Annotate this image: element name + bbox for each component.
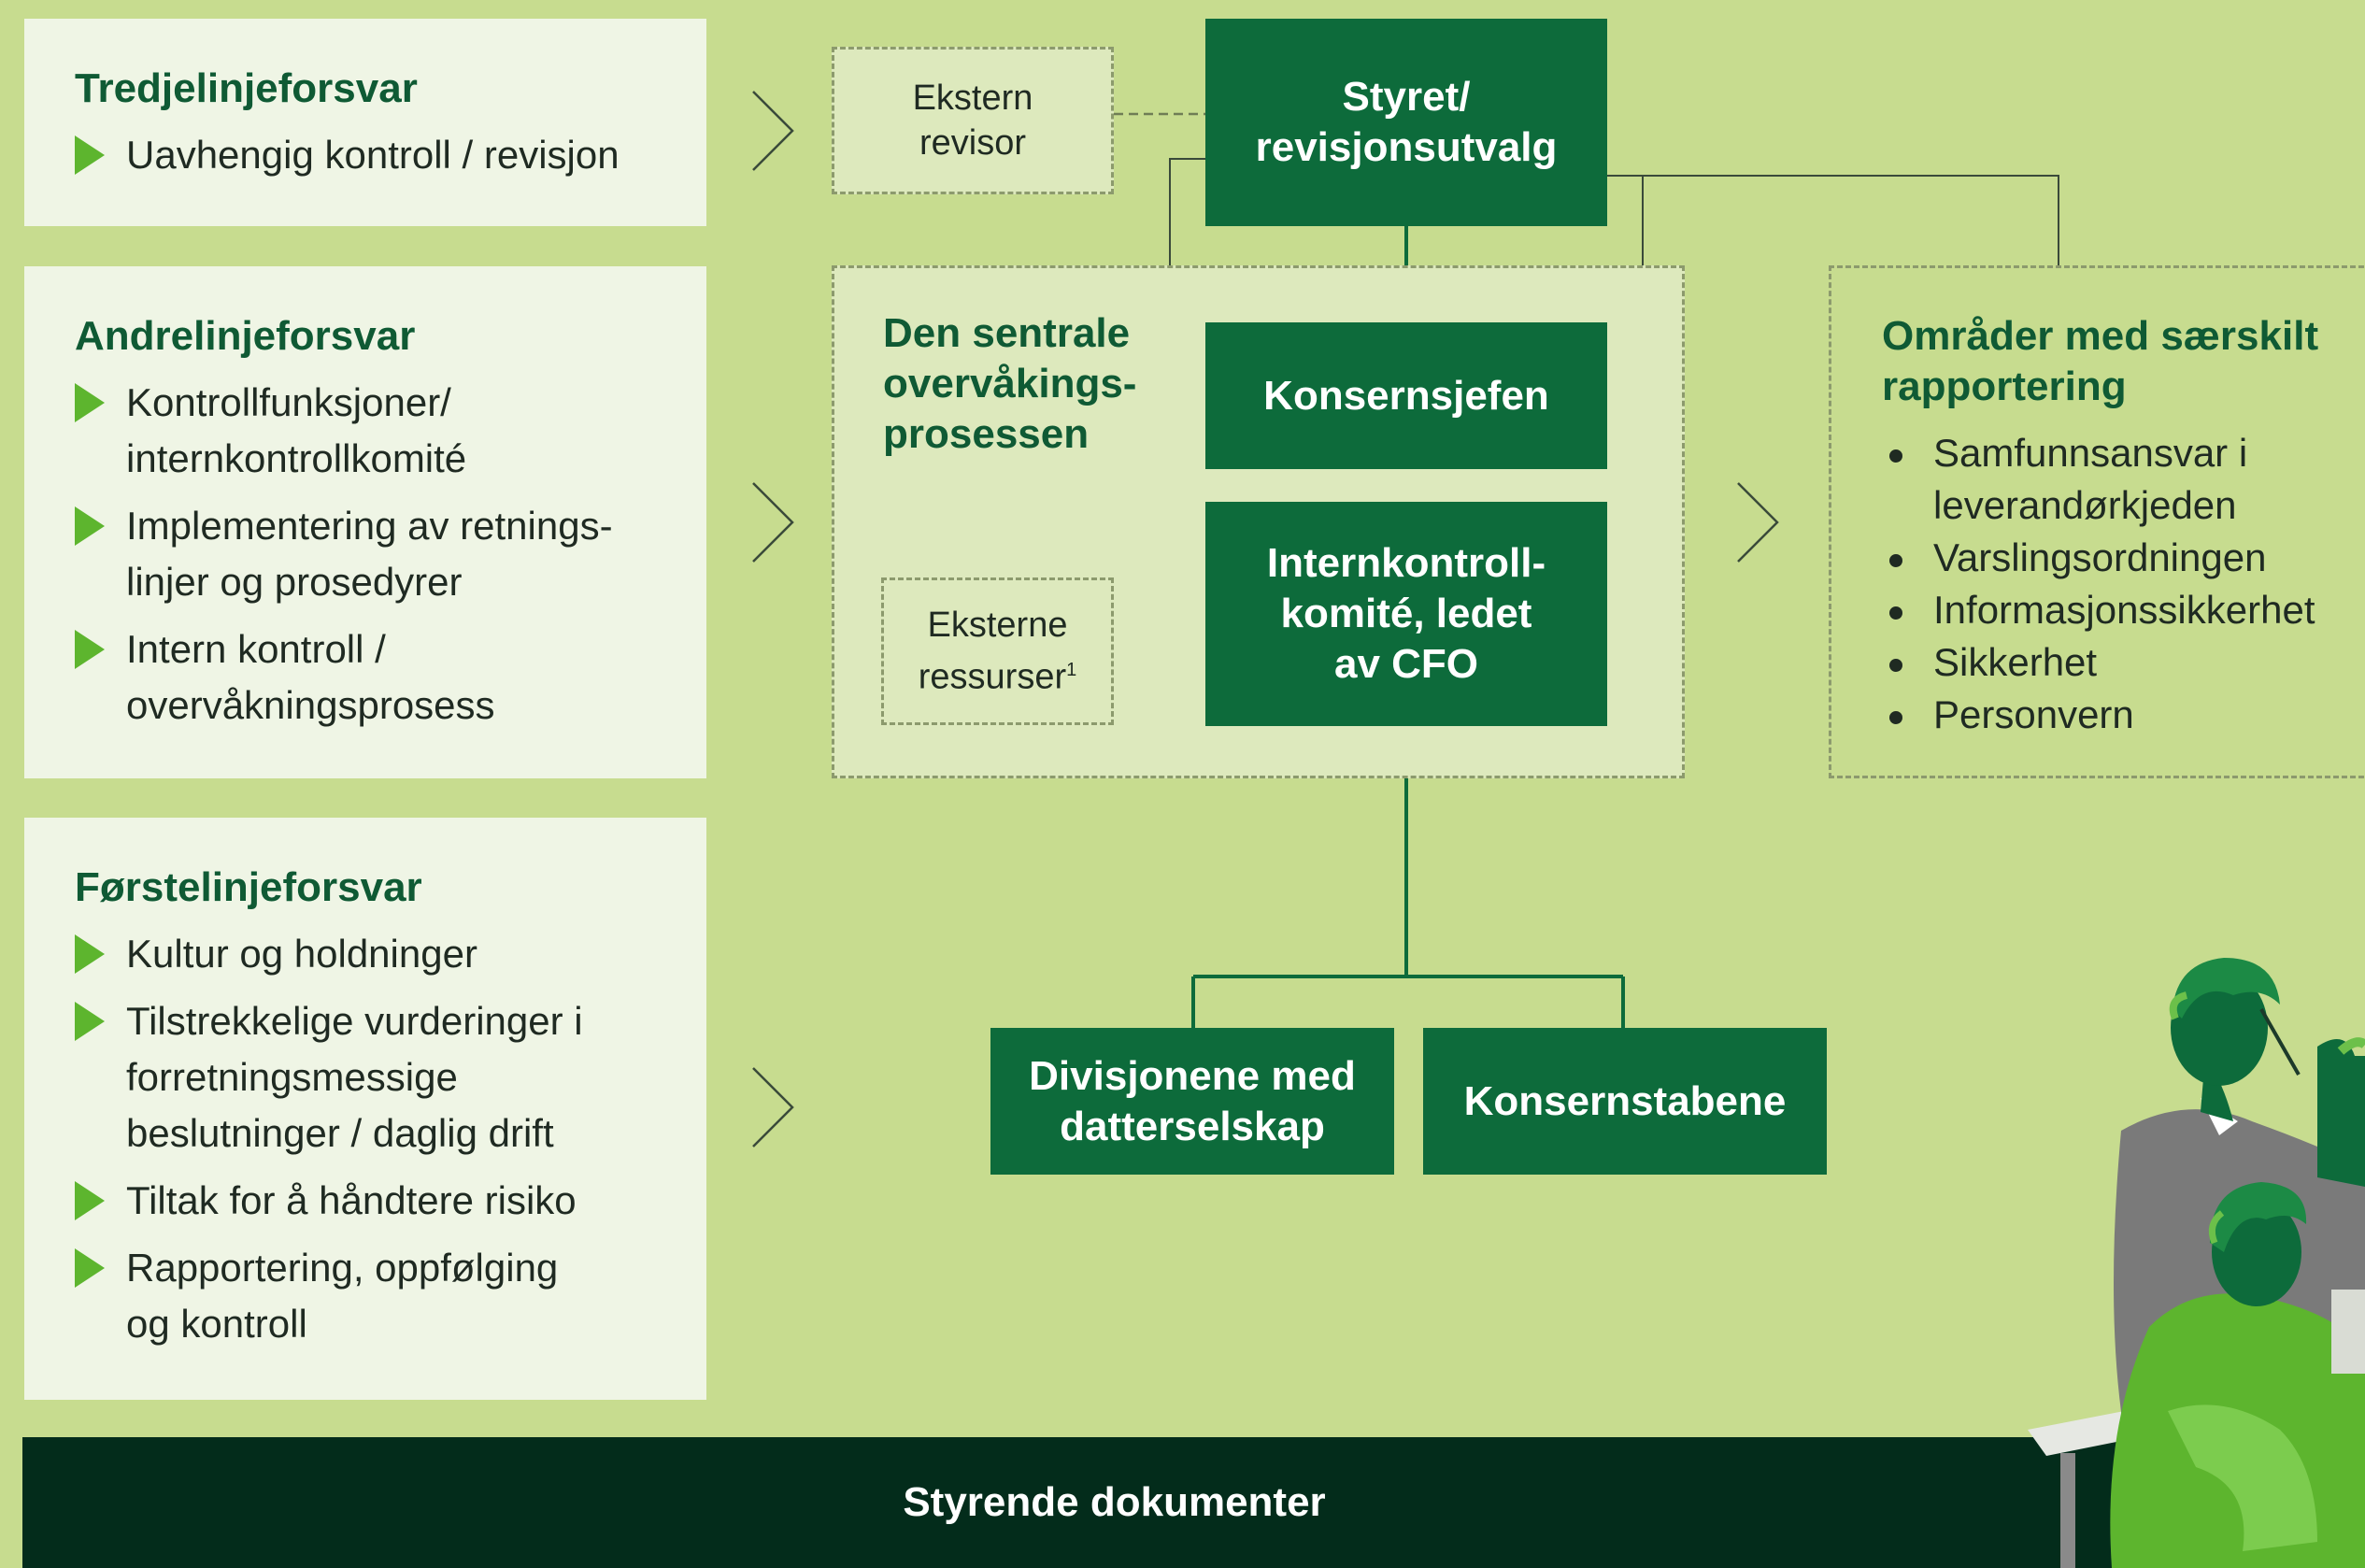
list-item: Tilstrekkelige vurderinger i forretnings… (75, 993, 706, 1162)
internkontroll-box: Internkontroll- komité, ledet av CFO (1205, 502, 1607, 726)
first-line-title: Førstelinjeforsvar (75, 864, 422, 910)
list-item: Tiltak for å håndtere risiko (75, 1173, 706, 1229)
list-item: Rapportering, oppfølging og kontroll (75, 1240, 706, 1352)
chevron-right-icon (752, 1067, 794, 1147)
list-item: Kultur og holdninger (75, 926, 706, 982)
triangle-bullet-icon (75, 383, 105, 422)
styret-box: Styret/ revisjonsutvalg (1205, 19, 1607, 226)
list-item: Intern kontroll / overvåkningsprosess (75, 621, 706, 734)
triangle-bullet-icon (75, 135, 105, 175)
list-item: Personvern (1882, 689, 2365, 741)
triangle-bullet-icon (75, 630, 105, 669)
triangle-bullet-icon (75, 1002, 105, 1041)
eksterne-ressurser-box: Eksterne ressurser1 (881, 577, 1114, 725)
people-illustration (2028, 958, 2365, 1568)
footnote-marker: 1 (1066, 660, 1077, 681)
chevron-right-icon (752, 482, 794, 563)
triangle-bullet-icon (75, 1248, 105, 1288)
third-line-title: Tredjelinjeforsvar (75, 65, 418, 111)
konsernsjefen-box: Konsernsjefen (1205, 322, 1607, 469)
konsernstabene-box: Konsernstabene (1423, 1028, 1827, 1175)
list-item: Implementering av retnings- linjer og pr… (75, 498, 706, 610)
second-line-panel: Andrelinjeforsvar Kontrollfunksjoner/ in… (24, 266, 706, 778)
governing-documents-bar: Styrende dokumenter (22, 1437, 2365, 1568)
chevron-right-icon (1737, 482, 1779, 563)
triangle-bullet-icon (75, 934, 105, 974)
triangle-bullet-icon (75, 1181, 105, 1220)
divisjonene-box: Divisjonene med datterselskap (990, 1028, 1394, 1175)
special-reporting-box: Områder med særskilt rapportering Samfun… (1829, 265, 2365, 778)
list-item: Sikkerhet (1882, 636, 2365, 689)
special-reporting-title: Områder med særskilt rapportering (1882, 313, 2319, 409)
second-line-title: Andrelinjeforsvar (75, 313, 416, 359)
first-line-panel: Førstelinjeforsvar Kultur og holdninger … (24, 818, 706, 1400)
list-item: Uavhengig kontroll / revisjon (75, 127, 706, 183)
list-item: Informasjonssikkerhet (1882, 584, 2365, 636)
list-item: Kontrollfunksjoner/ internkontrollkomité (75, 375, 706, 487)
list-item: Samfunnsansvar i leverandørkjeden (1882, 427, 2365, 532)
chevron-right-icon (752, 91, 794, 171)
triangle-bullet-icon (75, 506, 105, 546)
list-item: Varslingsordningen (1882, 532, 2365, 584)
ekstern-revisor-box: Ekstern revisor (832, 47, 1114, 194)
central-process-title: Den sentrale overvåkings- prosessen (883, 310, 1137, 457)
third-line-panel: Tredjelinjeforsvar Uavhengig kontroll / … (24, 19, 706, 226)
